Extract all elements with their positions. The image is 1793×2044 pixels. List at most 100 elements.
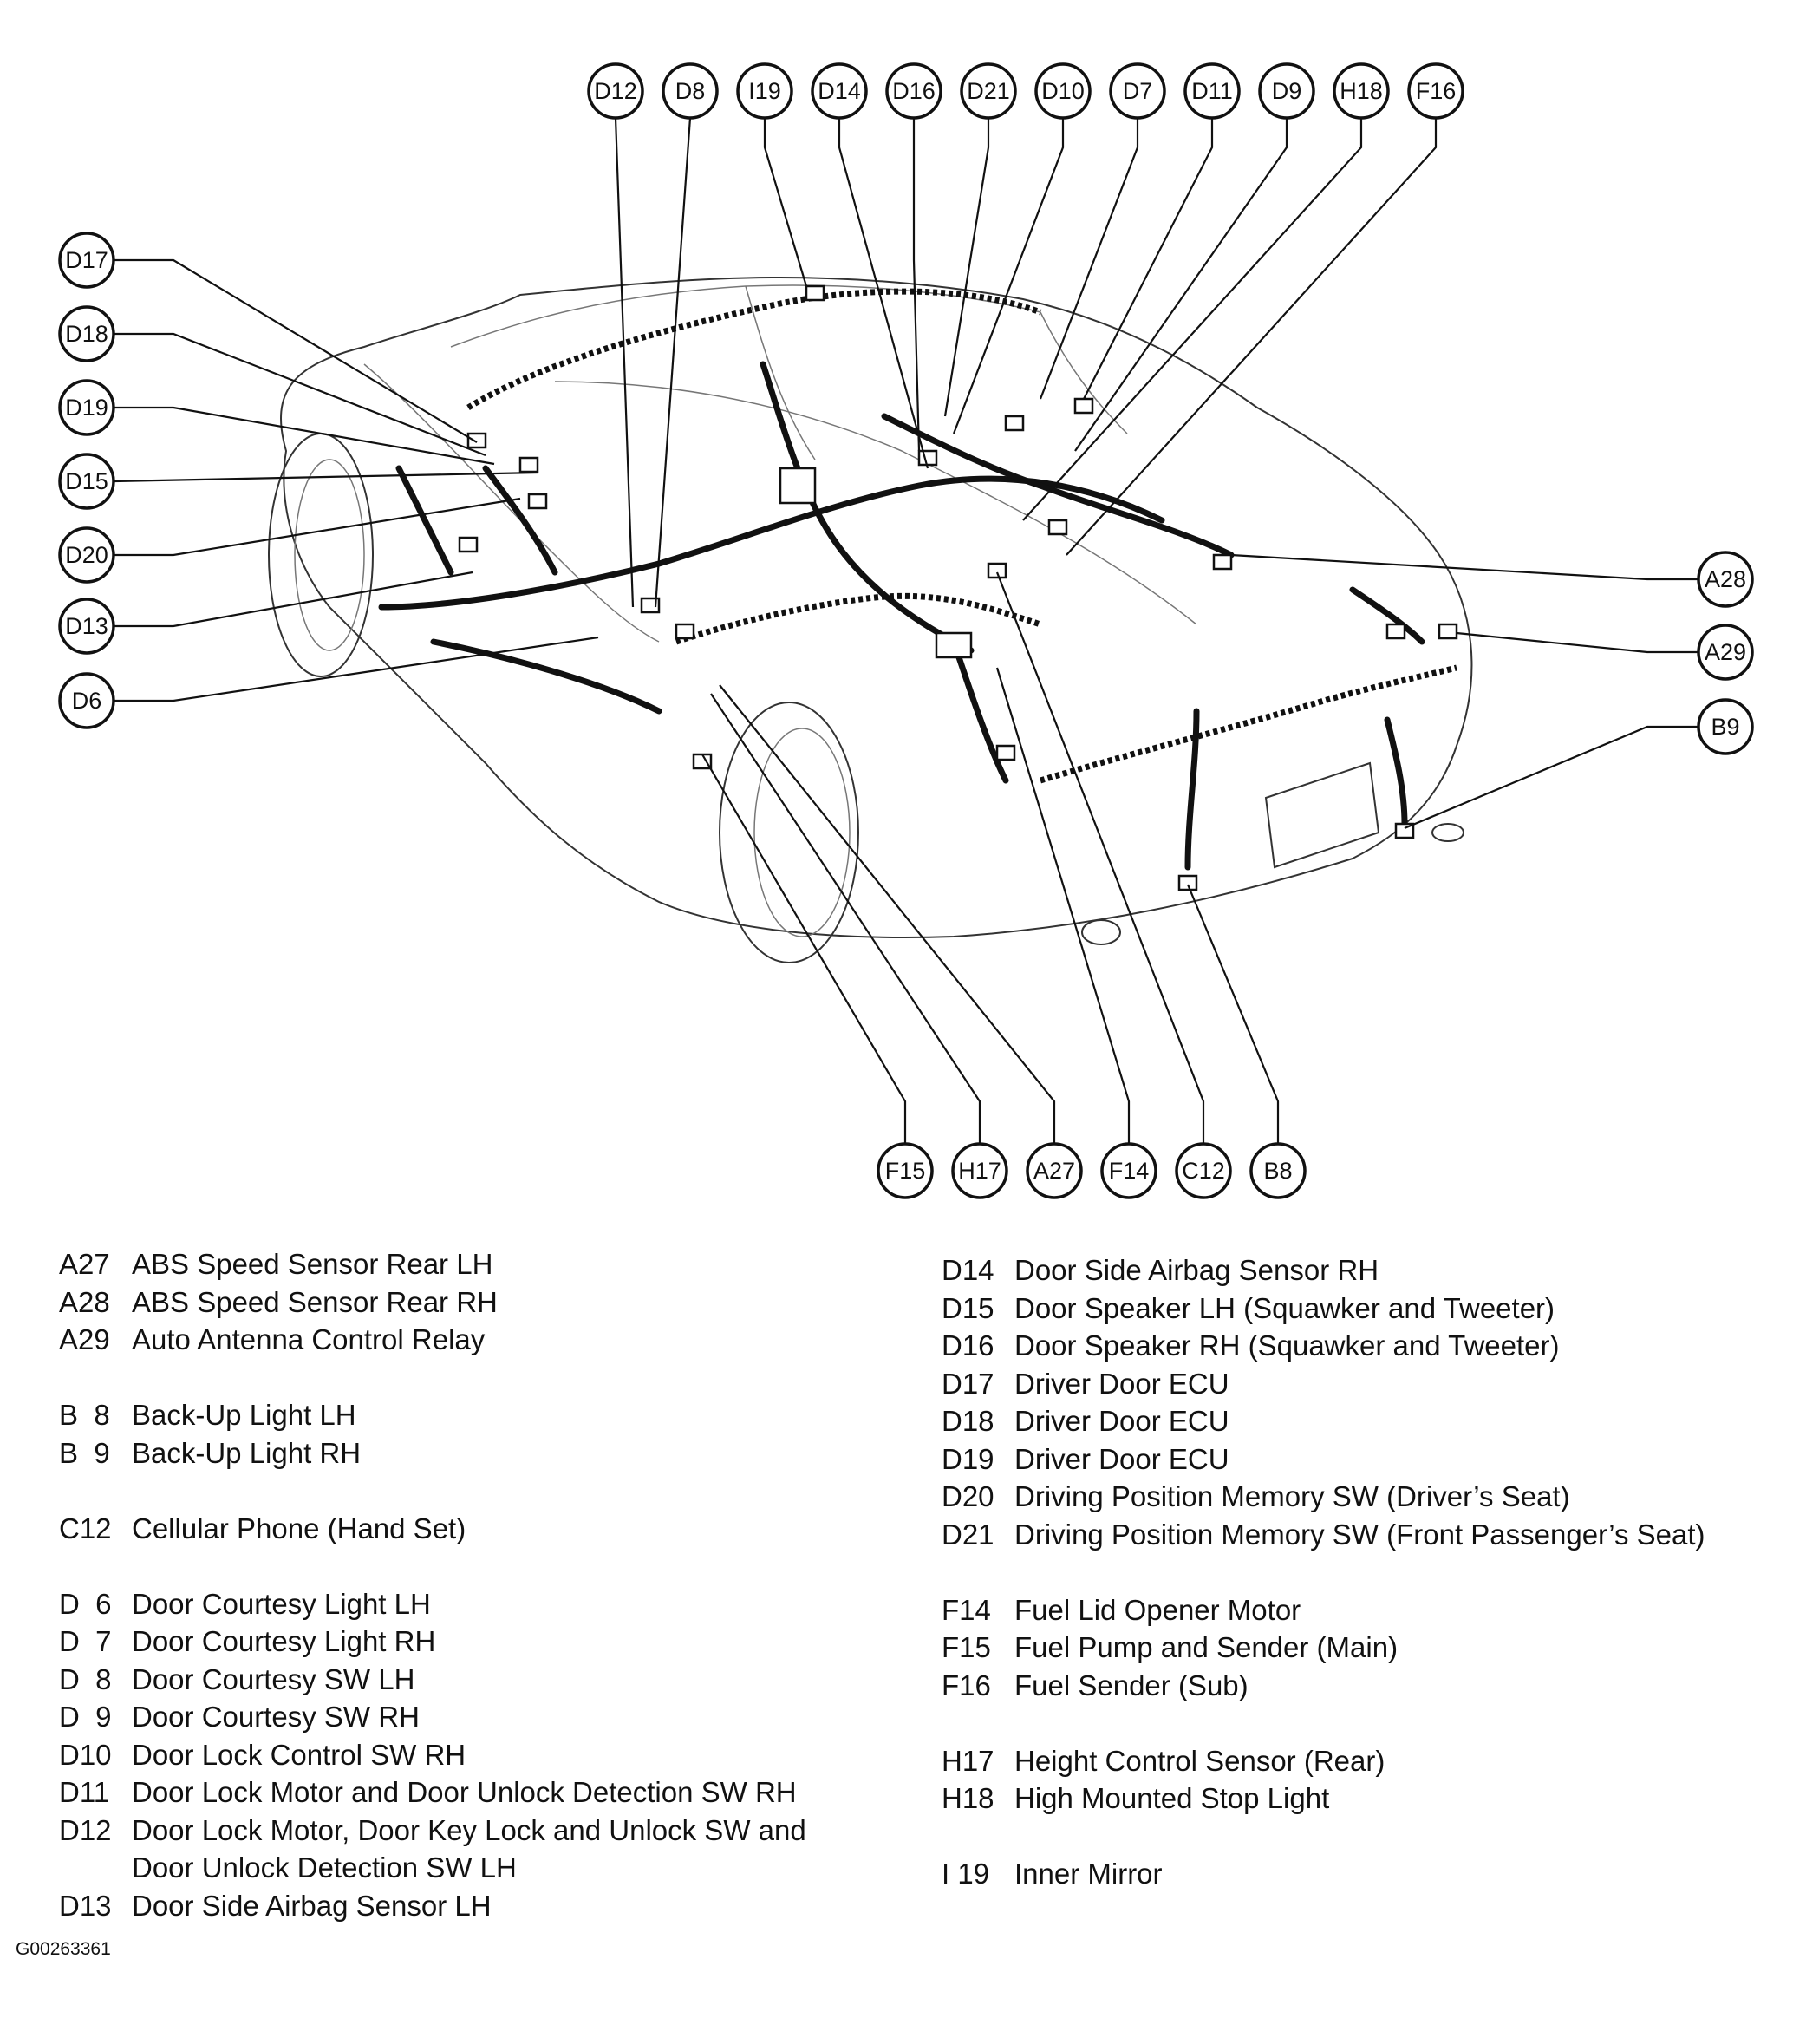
callout-label: D16 bbox=[892, 78, 936, 104]
legend-label: Fuel Sender (Sub) bbox=[1014, 1669, 1249, 1701]
callout-label: D8 bbox=[675, 78, 706, 104]
callout-d18: D18 bbox=[58, 305, 115, 362]
callout-d12: D12 bbox=[587, 62, 644, 120]
legend-item: D17 Driver Door ECU bbox=[942, 1365, 1705, 1403]
legend-label: Door Speaker RH (Squawker and Tweeter) bbox=[1014, 1329, 1560, 1362]
callout-circle bbox=[736, 62, 793, 120]
callout-h17: H17 bbox=[951, 1142, 1008, 1199]
legend-item: A29 Auto Antenna Control Relay bbox=[59, 1321, 806, 1359]
legend-label-continued: Door Unlock Detection SW LH bbox=[132, 1851, 517, 1884]
callout-label: D13 bbox=[65, 613, 108, 639]
callout-circle bbox=[1034, 62, 1092, 120]
legend-gap bbox=[59, 1472, 806, 1510]
legend-code: F15 bbox=[942, 1631, 991, 1663]
callout-label: A29 bbox=[1705, 639, 1746, 665]
legend-code: D18 bbox=[942, 1405, 994, 1437]
figure-id: G00263361 bbox=[16, 1939, 111, 1959]
legend-code: D16 bbox=[942, 1329, 994, 1362]
callout-circle bbox=[1697, 698, 1754, 755]
legend-code: D 6 bbox=[59, 1587, 112, 1620]
legend-label: Door Speaker LH (Squawker and Tweeter) bbox=[1014, 1291, 1555, 1324]
callout-circle bbox=[1258, 62, 1315, 120]
legend-label: Fuel Lid Opener Motor bbox=[1014, 1593, 1301, 1626]
legend-code: F14 bbox=[942, 1593, 991, 1626]
callout-label: A27 bbox=[1033, 1158, 1075, 1184]
callout-d7: D7 bbox=[1109, 62, 1166, 120]
legend-label: Inner Mirror bbox=[1014, 1858, 1163, 1890]
legend-code: D 8 bbox=[59, 1662, 112, 1695]
callout-label: D11 bbox=[1191, 78, 1233, 104]
callout-circle bbox=[1183, 62, 1241, 120]
callout-d10: D10 bbox=[1034, 62, 1092, 120]
callout-d14: D14 bbox=[811, 62, 868, 120]
callout-circle bbox=[1333, 62, 1390, 120]
callout-circle bbox=[1407, 62, 1464, 120]
callout-d19: D19 bbox=[58, 379, 115, 436]
legend-code: D 7 bbox=[59, 1625, 112, 1657]
legend-label: Door Lock Motor and Door Unlock Detectio… bbox=[132, 1776, 797, 1808]
callout-f15: F15 bbox=[877, 1142, 934, 1199]
legend-label: Auto Antenna Control Relay bbox=[132, 1323, 486, 1355]
callout-b9: B9 bbox=[1697, 698, 1754, 755]
callout-d21: D21 bbox=[960, 62, 1017, 120]
callout-label: C12 bbox=[1182, 1158, 1225, 1184]
callout-circle bbox=[58, 232, 115, 289]
legend-code: D12 bbox=[59, 1813, 112, 1846]
callout-d15: D15 bbox=[58, 453, 115, 510]
callout-label: D14 bbox=[818, 78, 861, 104]
callout-a27: A27 bbox=[1026, 1142, 1083, 1199]
callout-circle bbox=[1249, 1142, 1307, 1199]
callout-circle bbox=[1109, 62, 1166, 120]
callout-circle bbox=[58, 305, 115, 362]
legend-label: Door Lock Control SW RH bbox=[132, 1738, 466, 1771]
callout-circle bbox=[662, 62, 719, 120]
callout-label: H17 bbox=[958, 1158, 1001, 1184]
callout-d13: D13 bbox=[58, 598, 115, 655]
callout-circle bbox=[1100, 1142, 1157, 1199]
legend-label: Door Courtesy SW LH bbox=[132, 1662, 415, 1695]
callout-f16: F16 bbox=[1407, 62, 1464, 120]
callout-label: A28 bbox=[1705, 566, 1746, 592]
legend-item: D 8 Door Courtesy SW LH bbox=[59, 1661, 806, 1699]
callout-label: B8 bbox=[1263, 1158, 1292, 1184]
legend-item: D11 Door Lock Motor and Door Unlock Detec… bbox=[59, 1773, 806, 1812]
callout-circle bbox=[811, 62, 868, 120]
callout-d16: D16 bbox=[885, 62, 942, 120]
legend-code: B 9 bbox=[59, 1436, 110, 1469]
legend-code: D17 bbox=[942, 1367, 994, 1400]
callout-i19: I19 bbox=[736, 62, 793, 120]
legend-code: A29 bbox=[59, 1323, 110, 1355]
legend-label: Driving Position Memory SW (Driver’s Sea… bbox=[1014, 1480, 1570, 1512]
callout-circle bbox=[58, 672, 115, 729]
legend-gap bbox=[942, 1818, 1705, 1856]
callout-label: D7 bbox=[1123, 78, 1153, 104]
car-outline bbox=[268, 276, 1473, 963]
callout-label: D21 bbox=[967, 78, 1010, 104]
callout-circle bbox=[1697, 551, 1754, 608]
legend-gap bbox=[942, 1704, 1705, 1742]
callout-circle bbox=[58, 453, 115, 510]
legend-code: A27 bbox=[59, 1248, 110, 1280]
legend-code: A28 bbox=[59, 1285, 110, 1318]
legend-code: C12 bbox=[59, 1512, 112, 1544]
callout-circle bbox=[1697, 624, 1754, 681]
legend-label: Driver Door ECU bbox=[1014, 1367, 1229, 1400]
callout-label: D6 bbox=[72, 688, 102, 714]
legend-code: D11 bbox=[59, 1776, 110, 1808]
legend-code: B 8 bbox=[59, 1399, 110, 1431]
